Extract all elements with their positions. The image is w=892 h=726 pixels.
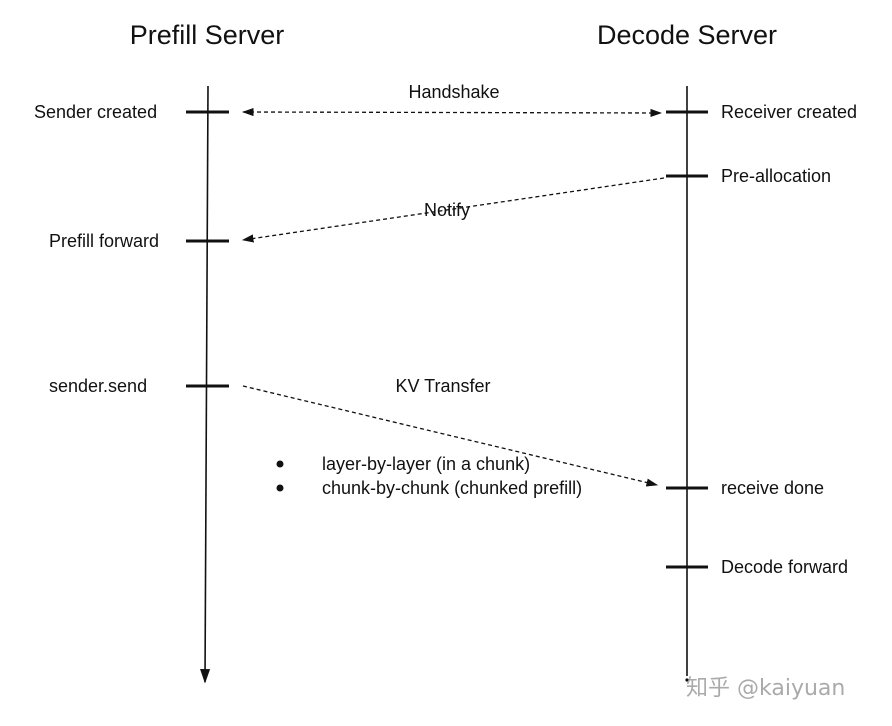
kv-transfer-label: KV Transfer [395, 376, 490, 396]
notify-arrow [241, 177, 665, 243]
decode-lifeline-end [685, 678, 689, 682]
watermark-text: 知乎 @kaiyuan [686, 676, 845, 701]
sender-send-label: sender.send [49, 376, 147, 396]
receiver-created-label: Receiver created [721, 102, 857, 122]
prefill-server-title: Prefill Server [130, 20, 285, 50]
bullet-dot [276, 484, 284, 492]
prefill-lifeline [200, 85, 211, 684]
decode-forward-label: Decode forward [721, 557, 848, 577]
transfer-mode-layer-by-layer: layer-by-layer (in a chunk) [322, 454, 530, 474]
prefill-forward-label: Prefill forward [49, 231, 159, 251]
pre-allocation-label: Pre-allocation [721, 166, 831, 186]
decode-server-title: Decode Server [597, 20, 777, 50]
bullet-dot [276, 460, 284, 468]
handshake-arrow [241, 107, 663, 118]
transfer-mode-chunk-by-chunk: chunk-by-chunk (chunked prefill) [322, 478, 582, 498]
sender-created-label: Sender created [34, 102, 157, 122]
kv-transfer-arrow [242, 385, 659, 487]
handshake-label: Handshake [408, 82, 499, 102]
notify-label: Notify [424, 200, 470, 220]
receive-done-label: receive done [721, 478, 824, 498]
